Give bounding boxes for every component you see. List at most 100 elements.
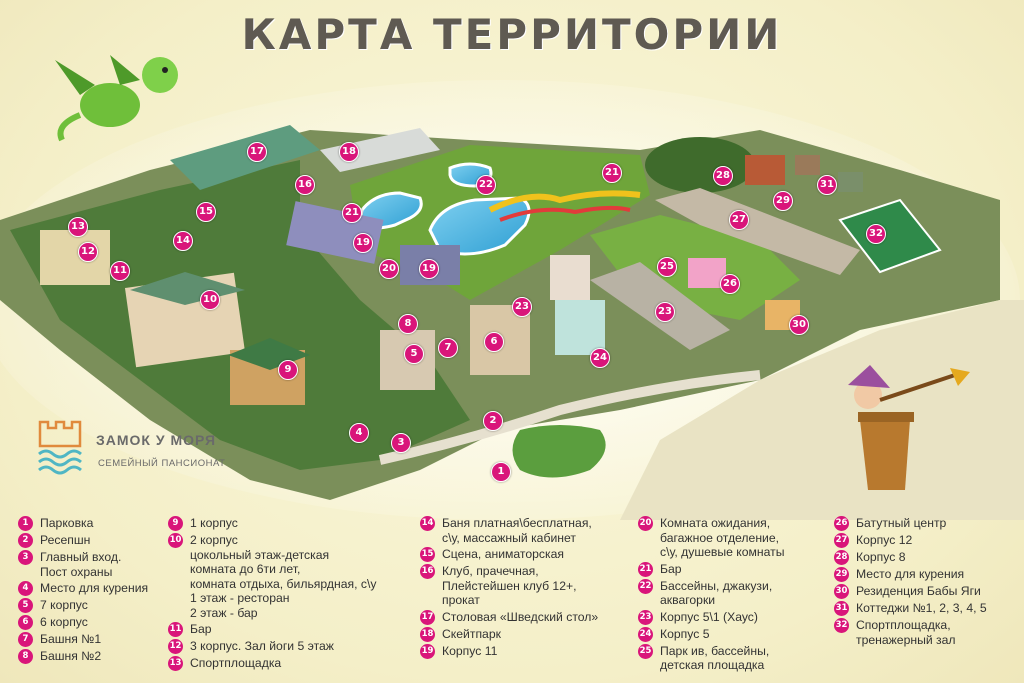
legend-item-30: 30 Резиденция Бабы Яги [834,584,1024,599]
map-marker-12: 12 [78,242,98,262]
building-8 [655,188,860,275]
legend-label: Столовая «Шведский стол» [442,609,599,624]
map-marker-32: 32 [866,224,886,244]
legend-label: Коттеджи №1, 2, 3, 4, 5 [856,601,987,615]
legend-item-32: 32 Спортплощадка, тренажерный зал [834,618,1024,647]
legend-number-badge: 22 [638,578,653,594]
legend-number-badge: 11 [168,622,183,637]
map-marker-8: 8 [398,314,418,334]
legend-label: Бар [660,561,682,576]
legend-label: Комната ожидания, багажное отделение, с\… [660,516,785,559]
legend-label: Клуб, прачечная, Плейстейшен клуб 12+, п… [442,564,577,607]
legend-number-badge: 25 [638,643,653,659]
building-24 [555,300,605,355]
dragon-illustration [55,55,178,142]
legend-item-6: 6 6 корпус [18,615,178,630]
legend-number-badge: 23 [638,609,653,625]
legend-number-badge: 30 [834,584,849,599]
map-marker-16: 16 [295,175,315,195]
legend-number-badge: 24 [638,626,653,642]
legend-number-badge: 21 [638,561,653,577]
territory-map [0,55,1024,520]
territory-forest [10,160,470,470]
legend-item-31: 31 Коттеджи №1, 2, 3, 4, 5 [834,601,1024,616]
legend-number-badge: 3 [18,550,33,565]
legend-label: Парковка [40,516,94,530]
legend-label: 6 корпус [40,615,88,629]
map-marker-1: 1 [491,462,511,482]
legend-label: Спортплощадка, тренажерный зал [856,618,956,647]
map-marker-4: 4 [349,423,369,443]
legend-number-badge: 8 [18,649,33,664]
legend-item-28: 28 Корпус 8 [834,550,1024,565]
map-marker-21: 21 [342,203,362,223]
legend-number-badge: 31 [834,601,849,616]
legend-item-12: 12 3 корпус. Зал йоги 5 этаж [168,639,418,654]
map-marker-24: 24 [590,348,610,368]
legend-number-badge: 4 [18,581,33,596]
dining-hall-roof [170,125,320,190]
logo-subtitle: СЕМЕЙНЫЙ ПАНСИОНАТ [98,458,226,469]
legend-label: Главный вход. Пост охраны [40,550,122,579]
tennis-court [838,198,942,274]
legend-label: Батутный центр [856,516,947,530]
legend-item-21: 21 Бар [638,561,828,577]
map-marker-13: 13 [68,217,88,237]
meadow [645,137,755,193]
map-marker-11: 11 [110,261,130,281]
legend-number-badge: 32 [834,618,849,633]
legend-label: Место для курения [40,581,149,595]
legend-label: Резиденция Бабы Яги [856,584,981,598]
parking [512,425,606,478]
legend-label: Сцена, аниматорская [442,547,564,561]
legend-label: 3 корпус. Зал йоги 5 этаж [190,639,334,653]
legend-number-badge: 6 [18,615,33,630]
map-marker-15: 15 [196,202,216,222]
legend-number-badge: 18 [420,626,435,642]
map-marker-31: 31 [817,175,837,195]
map-marker-19: 19 [419,259,439,279]
cottages [745,155,785,185]
map-marker-9: 9 [278,360,298,380]
legend-number-badge: 5 [18,598,33,613]
legend-label: Парк ив, бассейны, детская площадка [660,643,770,673]
castle-logo-icon [38,420,82,475]
building-12 [40,230,110,285]
access-road [378,370,761,465]
map-marker-21: 21 [602,163,622,183]
page-title: КАРТА ТЕРРИТОРИИ [241,10,783,59]
sea-coast [620,300,1024,520]
building-23-tower [550,255,590,300]
logo-name: ЗАМОК У МОРЯ [96,432,217,448]
legend-label: Корпус 8 [856,550,906,564]
legend-item-25: 25 Парк ив, бассейны, детская площадка [638,643,828,673]
map-marker-22: 22 [476,175,496,195]
legend-label: Корпус 12 [856,533,913,547]
legend-label: Баня платная\бесплатная, с\у, массажный … [442,516,592,545]
legend-label: 1 корпус [190,516,238,530]
map-marker-7: 7 [438,338,458,358]
legend-number-badge: 12 [168,639,183,654]
trampoline-center [688,258,726,288]
legend-number-badge: 19 [420,643,435,659]
map-marker-10: 10 [200,290,220,310]
legend-label: 2 корпус цокольный этаж-детская комната … [190,533,377,620]
legend-label: Бассейны, джакузи, аквагорки [660,578,773,608]
legend-number-badge: 28 [834,550,849,565]
